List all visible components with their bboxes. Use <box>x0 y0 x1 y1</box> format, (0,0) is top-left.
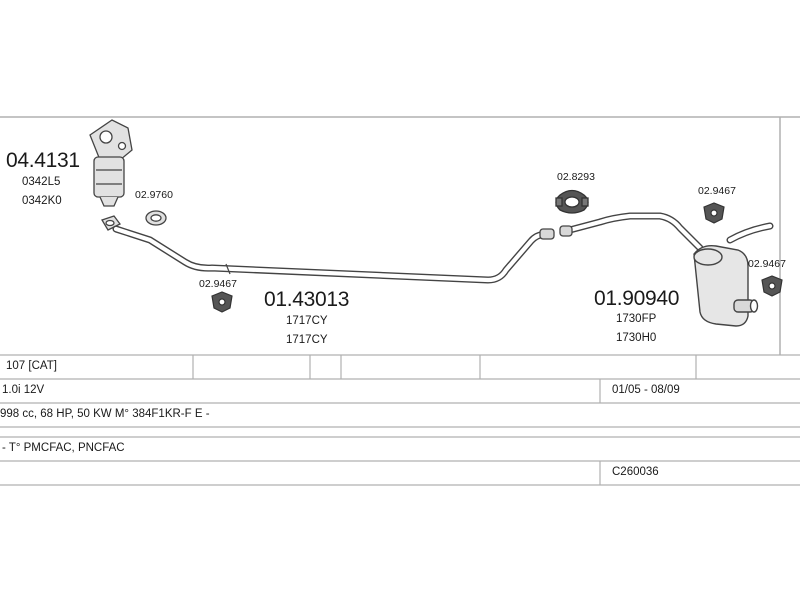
pipe-flange-icon <box>101 215 121 231</box>
pipe-clamp-icon[interactable] <box>555 189 589 214</box>
mount-right-top-code: 02.9467 <box>698 185 736 197</box>
front-pipe-ref-1: 1717CY <box>286 315 328 327</box>
table-ref: C260036 <box>612 466 659 478</box>
spec-table-grid <box>0 354 800 486</box>
clamp-code: 02.8293 <box>557 171 595 183</box>
front-pipe-code: 01.43013 <box>264 288 350 311</box>
catalyst-code: 04.4131 <box>6 149 80 172</box>
catalyst-ref-2: 0342K0 <box>22 195 62 207</box>
table-engine: 1.0i 12V <box>2 384 45 396</box>
table-years: 01/05 - 08/09 <box>612 384 680 396</box>
front-pipe-icon[interactable] <box>112 225 555 284</box>
rear-silencer-ref-1: 1730FP <box>616 313 657 325</box>
catalytic-converter-icon[interactable] <box>89 119 133 207</box>
rubber-mount-right-top-icon[interactable] <box>703 202 725 224</box>
catalyst-ref-1: 0342L5 <box>22 176 61 188</box>
silencer-icon[interactable] <box>693 244 759 327</box>
front-pipe-ref-2: 1717CY <box>286 334 328 346</box>
rear-pipe-icon[interactable] <box>559 212 774 252</box>
rear-silencer-code: 01.90940 <box>594 287 680 310</box>
mount-left-code: 02.9467 <box>199 278 237 290</box>
table-type: - T° PMCFAC, PNCFAC <box>2 442 125 454</box>
table-spec: 998 cc, 68 HP, 50 KW M° 384F1KR-F E - <box>0 408 210 420</box>
rubber-mount-right-side-icon[interactable] <box>761 275 783 297</box>
gasket-ring-icon[interactable] <box>145 210 167 226</box>
table-model: 107 [CAT] <box>6 360 57 372</box>
rear-silencer-ref-2: 1730H0 <box>616 332 657 344</box>
gasket-code: 02.9760 <box>135 189 173 201</box>
rubber-mount-left-icon[interactable] <box>211 291 233 313</box>
mount-right-side-code: 02.9467 <box>748 258 786 270</box>
